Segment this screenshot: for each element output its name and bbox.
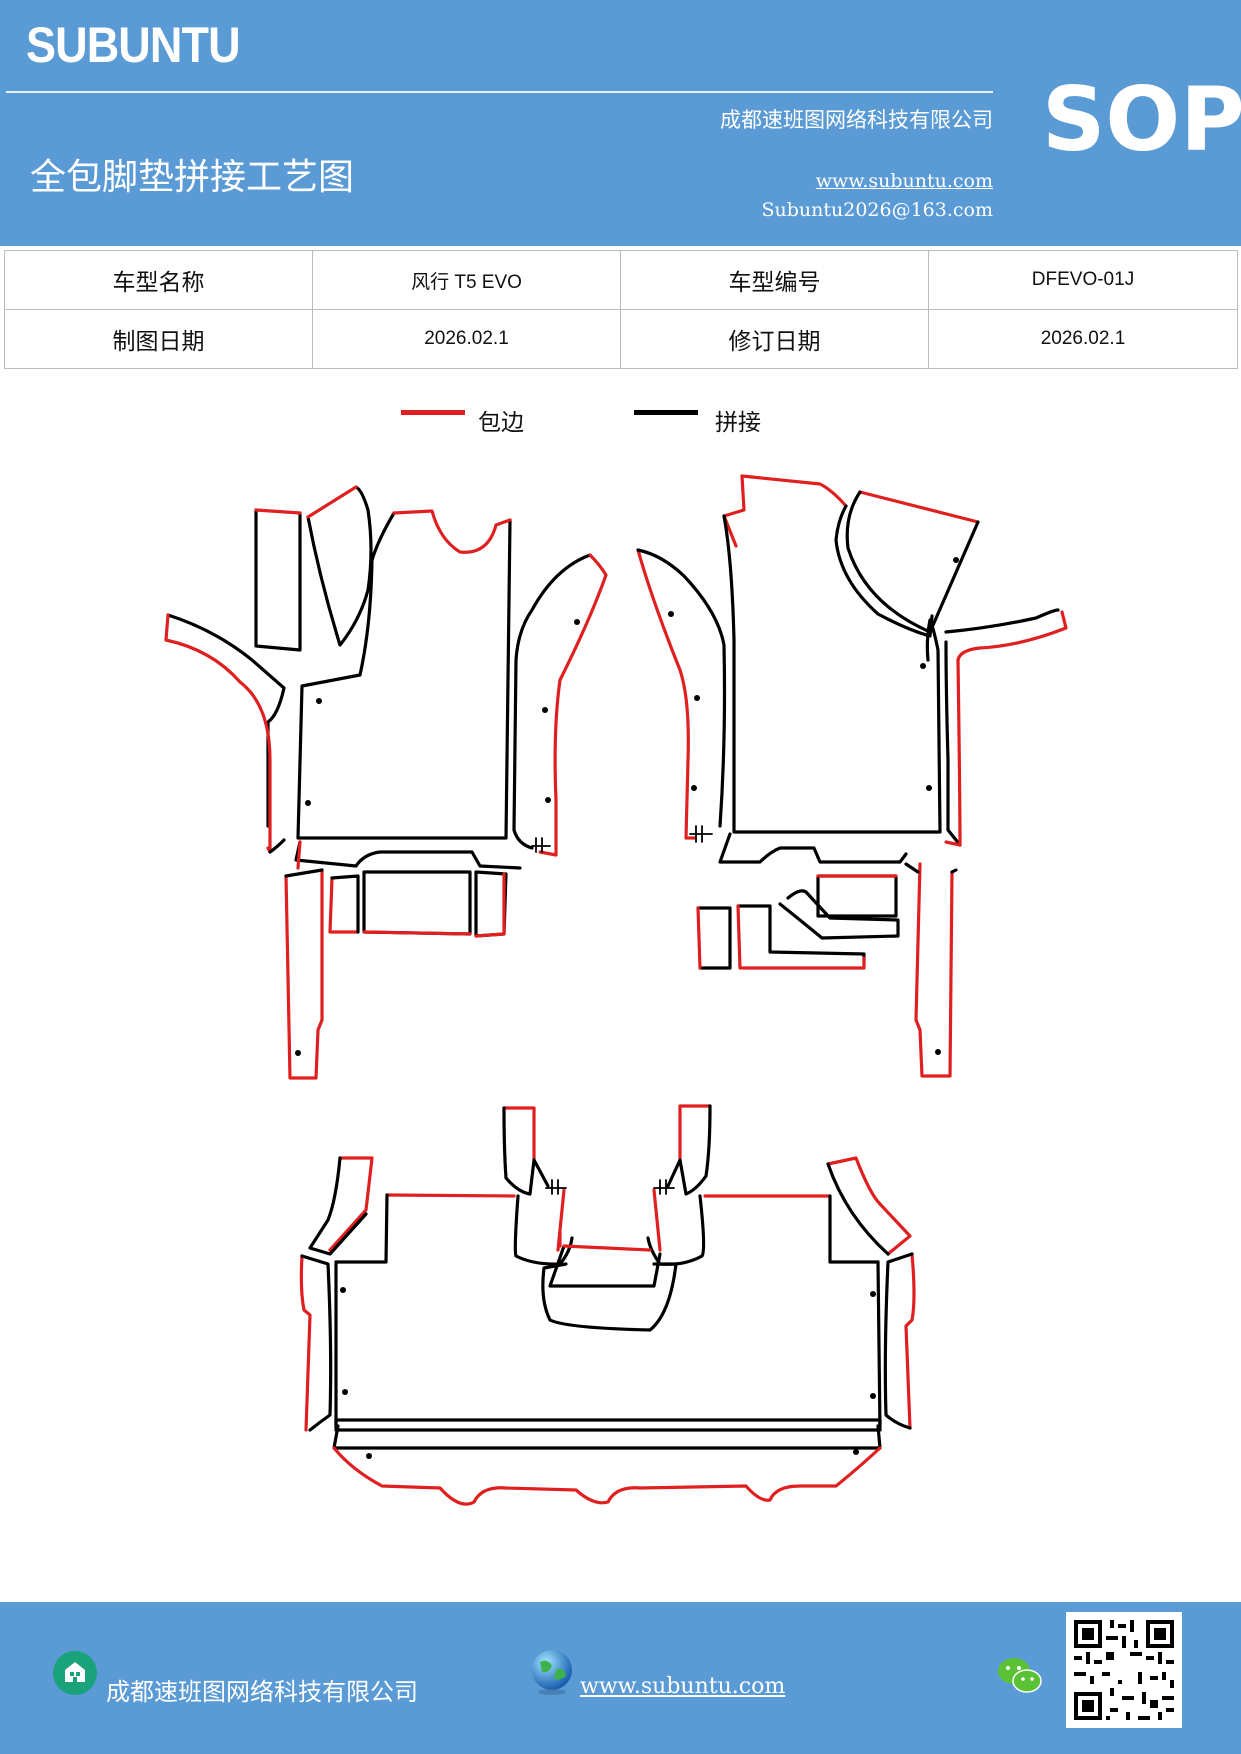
table-row: 制图日期 2026.02.1 修订日期 2026.02.1 [4,309,1238,369]
header-banner: SUBUNTU 成都速班图网络科技有限公司 全包脚垫拼接工艺图 www.subu… [0,0,1241,246]
info-table: 车型名称 风行 T5 EVO 车型编号 DFEVO-01J 制图日期 2026.… [4,250,1238,369]
model-name-value: 风行 T5 EVO [312,250,621,310]
qr-code[interactable] [1066,1612,1182,1728]
wechat-icon[interactable] [996,1654,1044,1702]
header-email: Subuntu2026@163.com [761,199,993,221]
page-title: 全包脚垫拼接工艺图 [30,157,355,198]
model-code-label: 车型编号 [620,250,929,310]
building-icon [52,1650,98,1700]
globe-icon [528,1648,576,1700]
revise-date-label: 修订日期 [620,309,929,369]
table-row: 车型名称 风行 T5 EVO 车型编号 DFEVO-01J [4,250,1238,310]
footer-banner: 成都速班图网络科技有限公司 www.subuntu.com [0,1602,1241,1754]
legend-binding-label: 包边 [478,410,524,436]
legend-seam-swatch [634,410,698,415]
sop-badge: SOP [1042,68,1241,171]
draw-date-label: 制图日期 [4,309,313,369]
header-company: 成都速班图网络科技有限公司 [720,108,993,132]
header-website-link[interactable]: www.subuntu.com [815,170,993,192]
legend-binding-swatch [401,410,465,415]
revise-date-value: 2026.02.1 [928,309,1238,369]
footer-company: 成都速班图网络科技有限公司 [106,1678,418,1706]
header-divider [6,91,993,93]
rear-row-pieces [299,1104,916,1506]
passenger-side-pieces [636,474,1068,1078]
draw-date-value: 2026.02.1 [312,309,621,369]
model-code-value: DFEVO-01J [928,250,1238,310]
footer-website-link[interactable]: www.subuntu.com [580,1674,786,1699]
driver-side-pieces [164,485,608,1080]
brand-logo: SUBUNTU [26,17,241,73]
legend-seam-label: 拼接 [715,410,761,436]
model-name-label: 车型名称 [4,250,313,310]
